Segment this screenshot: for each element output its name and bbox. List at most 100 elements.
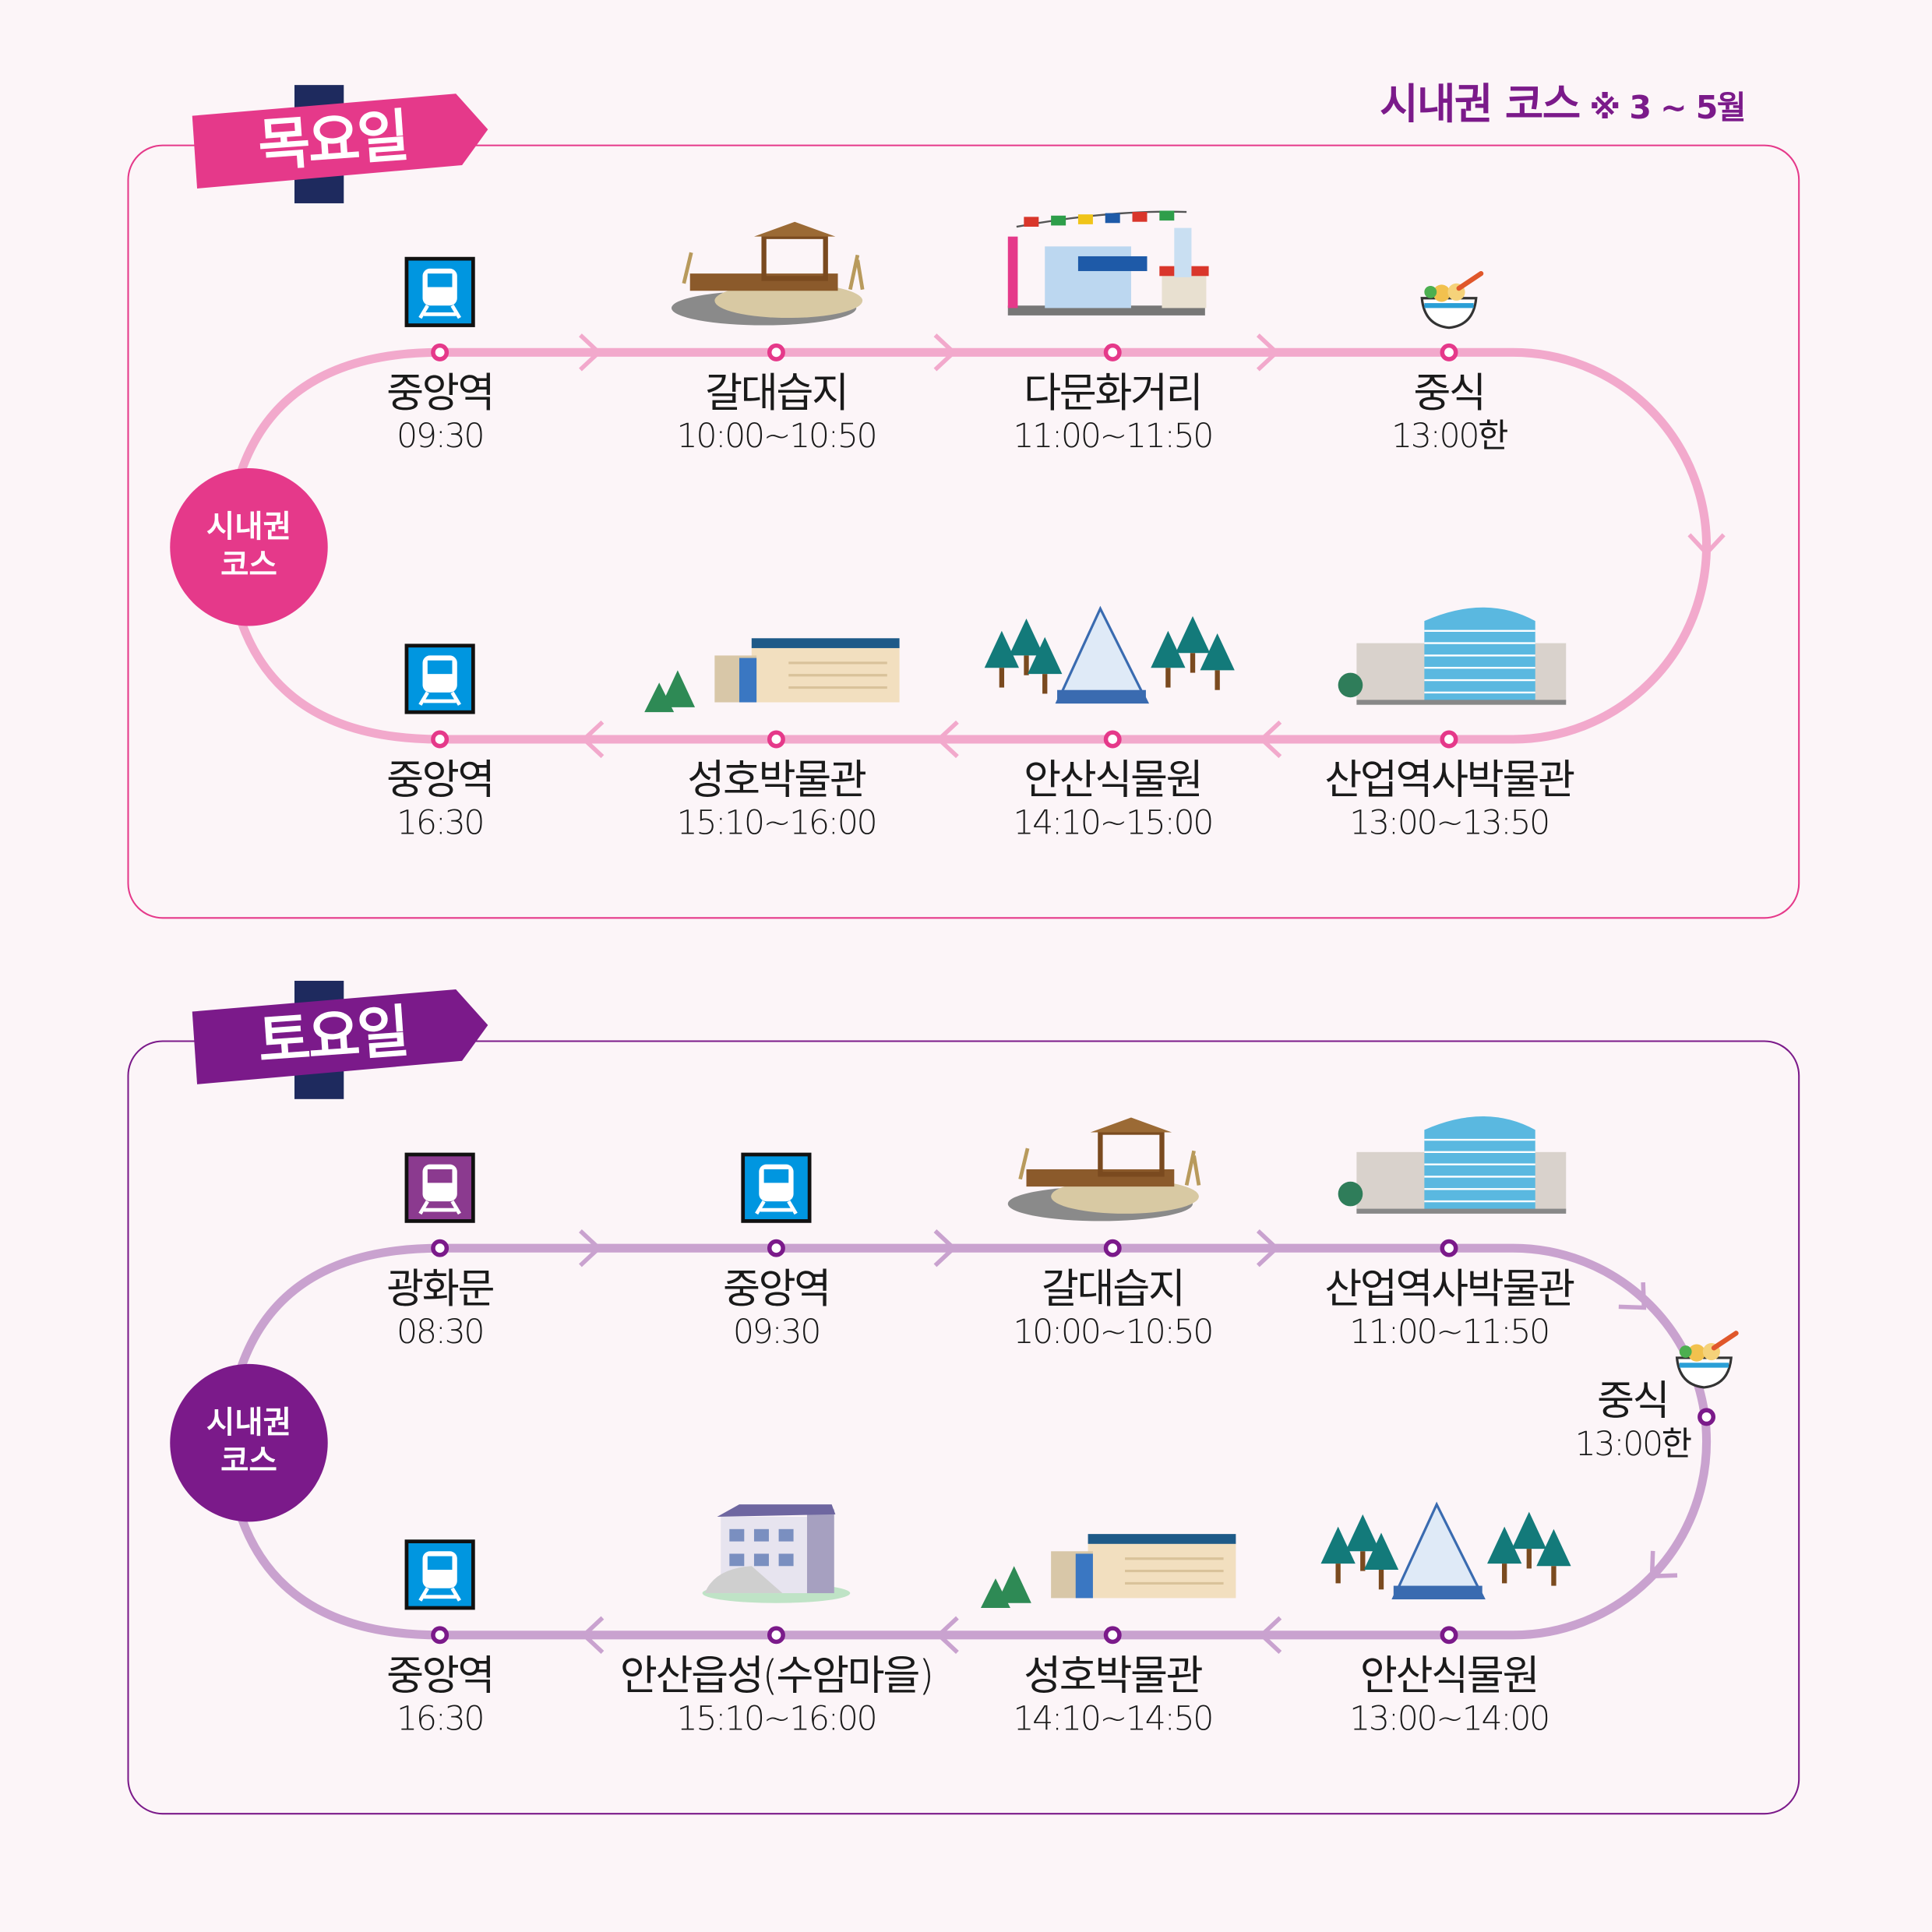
stop-name: 갈대습지 — [705, 370, 848, 417]
bowl-icon — [1420, 270, 1484, 330]
stop-time: 09:30 — [733, 1313, 820, 1352]
header-title-text: 시내권 코스 — [1380, 79, 1580, 129]
route-track — [237, 347, 1712, 744]
direction-arrow-icon — [936, 720, 959, 759]
course-badge-line2: 코스 — [220, 1443, 277, 1479]
course-badge-line1: 시내권 — [206, 509, 291, 545]
stop-marker — [431, 1626, 450, 1645]
stop-name: 안산식물원 — [1024, 757, 1201, 804]
direction-arrow-icon — [580, 1616, 605, 1654]
course-badge-line1: 시내권 — [206, 1405, 291, 1440]
wetland-icon — [1007, 1117, 1201, 1222]
direction-arrow-icon — [1256, 333, 1280, 372]
stop-name: 갈대습지 — [1042, 1266, 1184, 1313]
direction-arrow-icon — [1258, 720, 1282, 759]
stop-time: 11:00~11:50 — [1349, 1313, 1549, 1352]
stop-name: 성호박물관 — [687, 757, 866, 804]
direction-arrow-icon — [933, 333, 957, 372]
subway-icon — [741, 1152, 812, 1223]
stop-name: 성호박물관 — [1024, 1652, 1203, 1699]
stop-name: 안산읍성(수암마을) — [620, 1652, 933, 1699]
botanical-garden-icon — [984, 605, 1235, 704]
stop-marker — [1440, 1239, 1458, 1257]
stop-marker — [1440, 730, 1458, 749]
stop-time: 10:00~10:50 — [677, 417, 876, 456]
stop-marker — [767, 730, 785, 749]
wetland-icon — [671, 221, 865, 326]
stop-time: 08:30 — [397, 1313, 483, 1352]
stop-time: 14:10~14:50 — [1013, 1700, 1212, 1739]
seongho-museum-icon — [980, 1534, 1236, 1609]
stop-time: 14:10~15:00 — [1013, 804, 1212, 843]
direction-arrow-icon — [1618, 1282, 1647, 1310]
seongho-museum-icon — [644, 638, 900, 713]
panel-thursday: 목요일시내권코스중앙역09:30갈대습지10:00~10:50다문화거리11:0… — [127, 85, 1800, 919]
stop-time: 16:30 — [397, 804, 483, 843]
industrial-museum-icon — [1338, 607, 1567, 705]
panel-saturday: 토요일시내권코스광화문08:30중앙역09:30갈대습지10:00~10:50산… — [127, 980, 1800, 1815]
stop-name: 산업역사박물관 — [1324, 1266, 1574, 1313]
day-label: 목요일 — [256, 103, 410, 179]
day-label: 토요일 — [256, 999, 410, 1075]
stop-name: 산업역사박물관 — [1324, 757, 1574, 804]
stop-marker — [1103, 343, 1122, 361]
panel-border — [127, 1040, 1800, 1815]
stop-time: 13:00~14:00 — [1349, 1700, 1549, 1739]
direction-arrow-icon — [1649, 1550, 1678, 1579]
stop-name: 중식 — [1413, 370, 1484, 417]
stop-name: 중앙역 — [386, 757, 493, 804]
direction-arrow-icon — [1256, 1229, 1280, 1267]
route-track — [237, 1243, 1712, 1640]
stop-marker — [767, 1626, 785, 1645]
stop-marker — [1440, 1626, 1458, 1645]
stop-name: 중앙역 — [386, 1652, 493, 1699]
stop-time: 09:30 — [397, 417, 483, 456]
subway-icon — [404, 256, 475, 327]
subway-icon — [404, 1539, 475, 1610]
course-badge-line2: 코스 — [220, 548, 277, 583]
stop-marker — [767, 343, 785, 361]
stop-time: 15:10~16:00 — [677, 804, 876, 843]
stop-time: 13:00~13:50 — [1349, 804, 1549, 843]
day-tag: 목요일 — [192, 85, 488, 203]
stop-marker — [1440, 343, 1458, 361]
stop-marker — [431, 730, 450, 749]
direction-arrow-icon — [579, 333, 602, 372]
stop-time: 16:30 — [397, 1700, 483, 1739]
direction-arrow-icon — [933, 1229, 957, 1267]
direction-arrow-icon — [936, 1616, 959, 1654]
subway-icon — [404, 1152, 475, 1223]
multicultural-street-icon — [1007, 210, 1209, 316]
stop-name: 중식 — [1597, 1378, 1668, 1425]
stop-marker — [431, 1239, 450, 1257]
day-tag-shape — [192, 989, 488, 1084]
stop-marker — [1698, 1408, 1716, 1426]
header-note: ※ 3 ~ 5월 — [1589, 89, 1745, 126]
stop-marker — [431, 343, 450, 361]
stop-name: 광화문 — [386, 1266, 493, 1313]
stop[interactable]: 안산읍성(수암마을)15:10~16:00 — [620, 1504, 934, 1739]
subway-icon — [404, 643, 475, 714]
direction-arrow-icon — [579, 1229, 602, 1267]
direction-arrow-icon — [1687, 533, 1726, 557]
day-tag-shape — [192, 93, 488, 189]
